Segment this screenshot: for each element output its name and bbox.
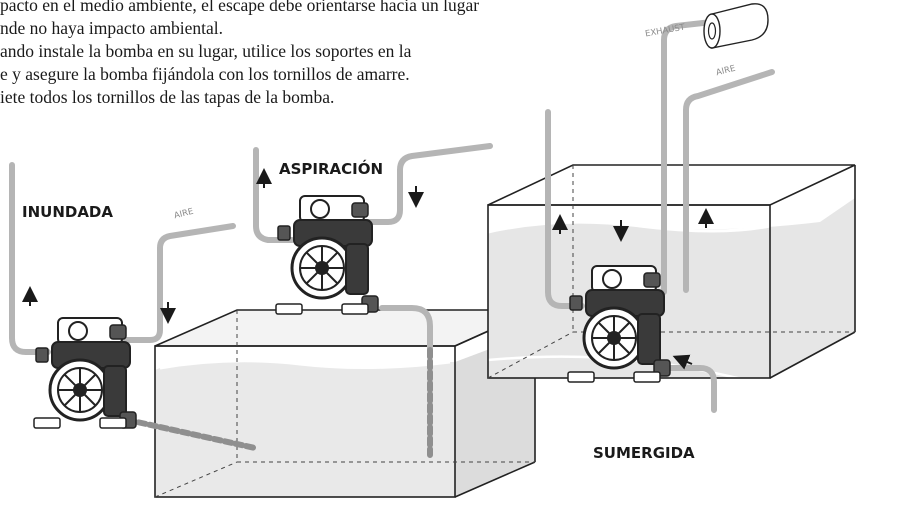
flow-arrows	[22, 168, 714, 370]
suction-label: ASPIRACIÓN	[279, 160, 384, 178]
submerged-tank	[487, 164, 861, 417]
arrow-left-icon	[672, 354, 693, 370]
submerged-air-pipe	[683, 69, 775, 293]
suction-air-pipe	[357, 143, 493, 225]
instruction-line-5: iete todos los tornillos de las tapas de…	[0, 87, 335, 107]
pipes	[9, 19, 775, 458]
exhaust-muffler	[703, 3, 769, 49]
instruction-line-2: nde no haya impacto ambiental.	[0, 18, 224, 38]
flooded-pump	[33, 317, 137, 429]
suction-discharge-pipe	[253, 147, 295, 243]
suction-inlet-pipe	[379, 305, 433, 353]
submerged-pump	[567, 265, 671, 383]
submerged-discharge-pipe	[545, 109, 585, 309]
instruction-line-4: e y asegure la bomba fijándola con los t…	[0, 64, 410, 84]
instruction-text: pacto en el medio ambiente, el escape de…	[0, 0, 540, 109]
flooded-suction-pipe	[125, 417, 258, 451]
flooded-discharge-pipe	[9, 162, 51, 355]
submerged-label: SUMERGIDA	[593, 444, 695, 462]
instruction-line-1: pacto en el medio ambiente, el escape de…	[0, 0, 480, 15]
instruction-line-3: ando instale la bomba en su lugar, utili…	[0, 41, 412, 61]
flooded-air-pipe	[117, 223, 236, 343]
suction-tank	[154, 309, 536, 498]
submerged-inlet-pipe	[665, 365, 717, 413]
flooded-label: INUNDADA	[22, 203, 113, 221]
exhaust-pipe	[661, 19, 715, 295]
suction-pump	[275, 195, 379, 315]
